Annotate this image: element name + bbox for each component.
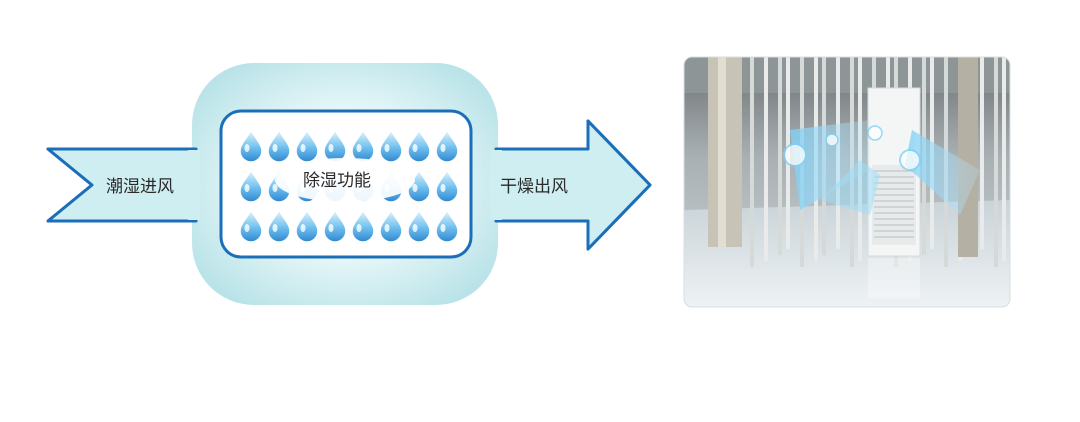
head-joint [490,150,502,220]
unit-grille [874,170,914,238]
tail-joint [188,150,200,220]
input-air-label: 潮湿进风 [106,177,174,197]
function-label: 除湿功能 [303,171,371,191]
water-drop-icon [295,208,319,243]
water-drop-icon [239,208,263,243]
water-drop-icon [267,128,291,163]
air-beam-left [790,120,870,210]
water-drop-icon [239,128,263,163]
water-drop-icon [435,208,459,243]
water-drop-icon [323,208,347,243]
water-drop-icon [435,128,459,163]
water-drop-icon [435,168,459,203]
airflow-arrow-head [494,119,652,251]
label-backdrop [275,158,415,202]
water-drop-icon [239,168,263,203]
water-drop-icon [379,208,403,243]
dehumidifier-photo [684,57,1010,307]
water-drop-icon [407,208,431,243]
water-drop-icon [351,208,375,243]
water-drop-icon [379,128,403,163]
air-beam-right [905,130,980,215]
water-drop-icon [407,128,431,163]
photo-frame [683,56,1011,308]
airflow-arrow-tail [46,147,198,223]
output-air-label: 干燥出风 [500,177,568,197]
water-drop-icon [267,208,291,243]
